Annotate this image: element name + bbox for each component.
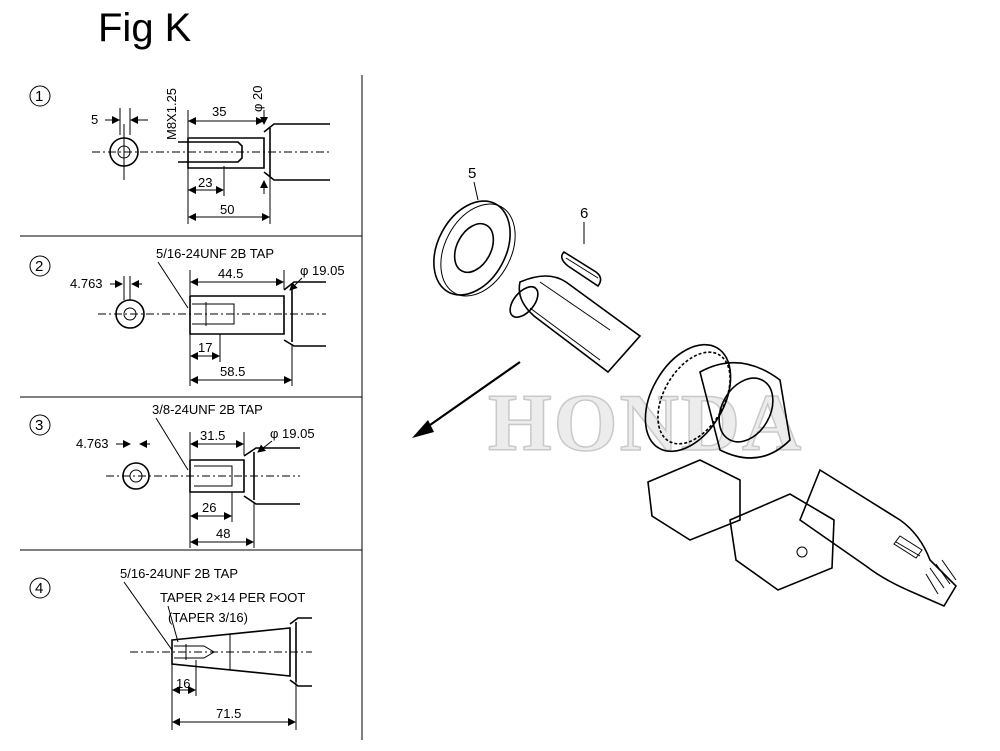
view-3-number-circle xyxy=(29,414,51,436)
view-4-taper-note: (TAPER 3/16) xyxy=(168,610,248,625)
view-4-tap-spec: 5/16-24UNF 2B TAP xyxy=(120,566,238,581)
view-2-number-circle xyxy=(29,255,51,277)
view-3-tap-spec: 3/8-24UNF 2B TAP xyxy=(152,402,263,417)
view-1: 1 5 M8X1.25 35 xyxy=(29,85,330,224)
view-2-dim-diameter: φ 19.05 xyxy=(300,263,345,278)
view-3-dim-diameter: φ 19.05 xyxy=(270,426,315,441)
view-1-number-circle xyxy=(29,85,51,107)
view-1-shaft-bore xyxy=(178,141,243,163)
view-4-number-circle xyxy=(29,577,51,599)
view-4-dim-length-71-5: 71.5 xyxy=(216,706,241,721)
view-3-dim-length-48: 48 xyxy=(216,526,230,541)
view-1-dim-length-50: 50 xyxy=(220,202,234,217)
washer-part xyxy=(433,200,516,297)
view-3: 3 3/8-24UNF 2B TAP 4.763 31.5 φ 19.05 xyxy=(29,402,315,548)
figure-title: Fig K xyxy=(98,6,192,50)
view-2-dim-depth-17: 17 xyxy=(198,340,212,355)
view-3-dim-depth-26: 26 xyxy=(202,500,216,515)
view-1-dim-keyway: 5 xyxy=(91,112,98,127)
view-2-tap-spec: 5/16-24UNF 2B TAP xyxy=(156,246,274,261)
view-1-dim-depth-23: 23 xyxy=(198,175,212,190)
view-1-thread-label: M8X1.25 xyxy=(164,88,179,140)
key-callout: 6 xyxy=(580,205,588,222)
washer-callout: 5 xyxy=(468,165,476,182)
view-4: 4 5/16-24UNF 2B TAP TAPER 2×14 PER FOOT … xyxy=(29,566,312,730)
view-4-dim-depth-16: 16 xyxy=(176,676,190,691)
view-2-number: 2 xyxy=(35,258,43,275)
view-2-dim-length-58-5: 58.5 xyxy=(220,364,245,379)
view-3-dim-length-31-5: 31.5 xyxy=(200,428,225,443)
key-part xyxy=(560,250,602,288)
view-4-taper-spec: TAPER 2×14 PER FOOT xyxy=(160,590,305,605)
view-3-shaft xyxy=(189,459,245,493)
exploded-view: 5 6 xyxy=(412,165,958,608)
view-panel-frame xyxy=(20,75,363,740)
watermark-text: HONDA xyxy=(488,377,803,468)
view-3-dim-keyway: 4.763 xyxy=(76,436,109,451)
view-1-dim-diameter: φ 20 xyxy=(250,85,265,112)
view-2-shaft xyxy=(189,295,285,335)
view-4-shaft xyxy=(171,627,291,677)
view-1-number: 1 xyxy=(35,88,43,105)
view-3-number: 3 xyxy=(35,417,43,434)
view-2: 2 5/16-24UNF 2B TAP 4.763 44.5 xyxy=(29,246,345,386)
crankshaft-part xyxy=(509,275,958,608)
view-2-dim-keyway: 4.763 xyxy=(70,276,103,291)
view-1-dim-length-35: 35 xyxy=(212,104,226,119)
view-2-dim-length-44-5: 44.5 xyxy=(218,266,243,281)
direction-arrow xyxy=(419,361,521,433)
view-4-number: 4 xyxy=(35,580,43,597)
